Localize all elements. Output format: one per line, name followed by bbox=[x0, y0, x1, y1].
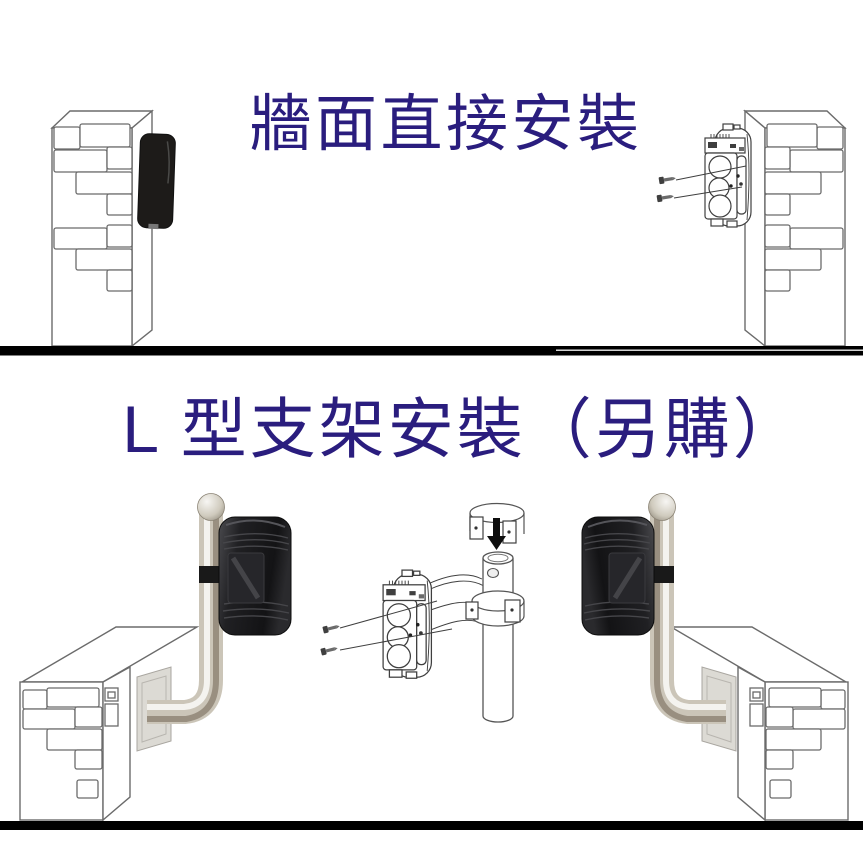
screw-icon bbox=[656, 192, 675, 203]
section-wall-mount: 牆面直接安裝 bbox=[0, 90, 863, 356]
section-title-l-bracket: L 型支架安裝（另購） bbox=[122, 392, 802, 466]
screw-icon bbox=[658, 174, 677, 185]
l-bracket-assembly-left bbox=[137, 494, 291, 752]
beam-sensor-drawing bbox=[704, 123, 752, 228]
l-bracket-assembly-right bbox=[582, 494, 736, 752]
ground-line-bottom bbox=[0, 821, 863, 830]
brick-pillar-top-left bbox=[51, 110, 153, 347]
wall-sensor-right-drawing bbox=[656, 123, 752, 228]
upper-clamp-drawing bbox=[469, 502, 525, 544]
wall-sensor-left bbox=[137, 133, 176, 230]
beam-sensor-drawing bbox=[382, 569, 433, 679]
mounting-pole-drawing bbox=[482, 551, 514, 723]
pole-clamp-drawing bbox=[465, 590, 525, 627]
ground-line-top bbox=[0, 346, 863, 356]
arrow-down-icon bbox=[487, 518, 506, 550]
brick-pillar-top-right bbox=[744, 110, 846, 347]
screw-icon bbox=[320, 644, 339, 656]
section-l-bracket: L 型支架安裝（另購） bbox=[0, 392, 863, 830]
screw-icon bbox=[322, 622, 341, 634]
pole-mount-exploded-drawing bbox=[320, 502, 525, 723]
section-title-wall-mount: 牆面直接安裝 bbox=[249, 90, 642, 159]
